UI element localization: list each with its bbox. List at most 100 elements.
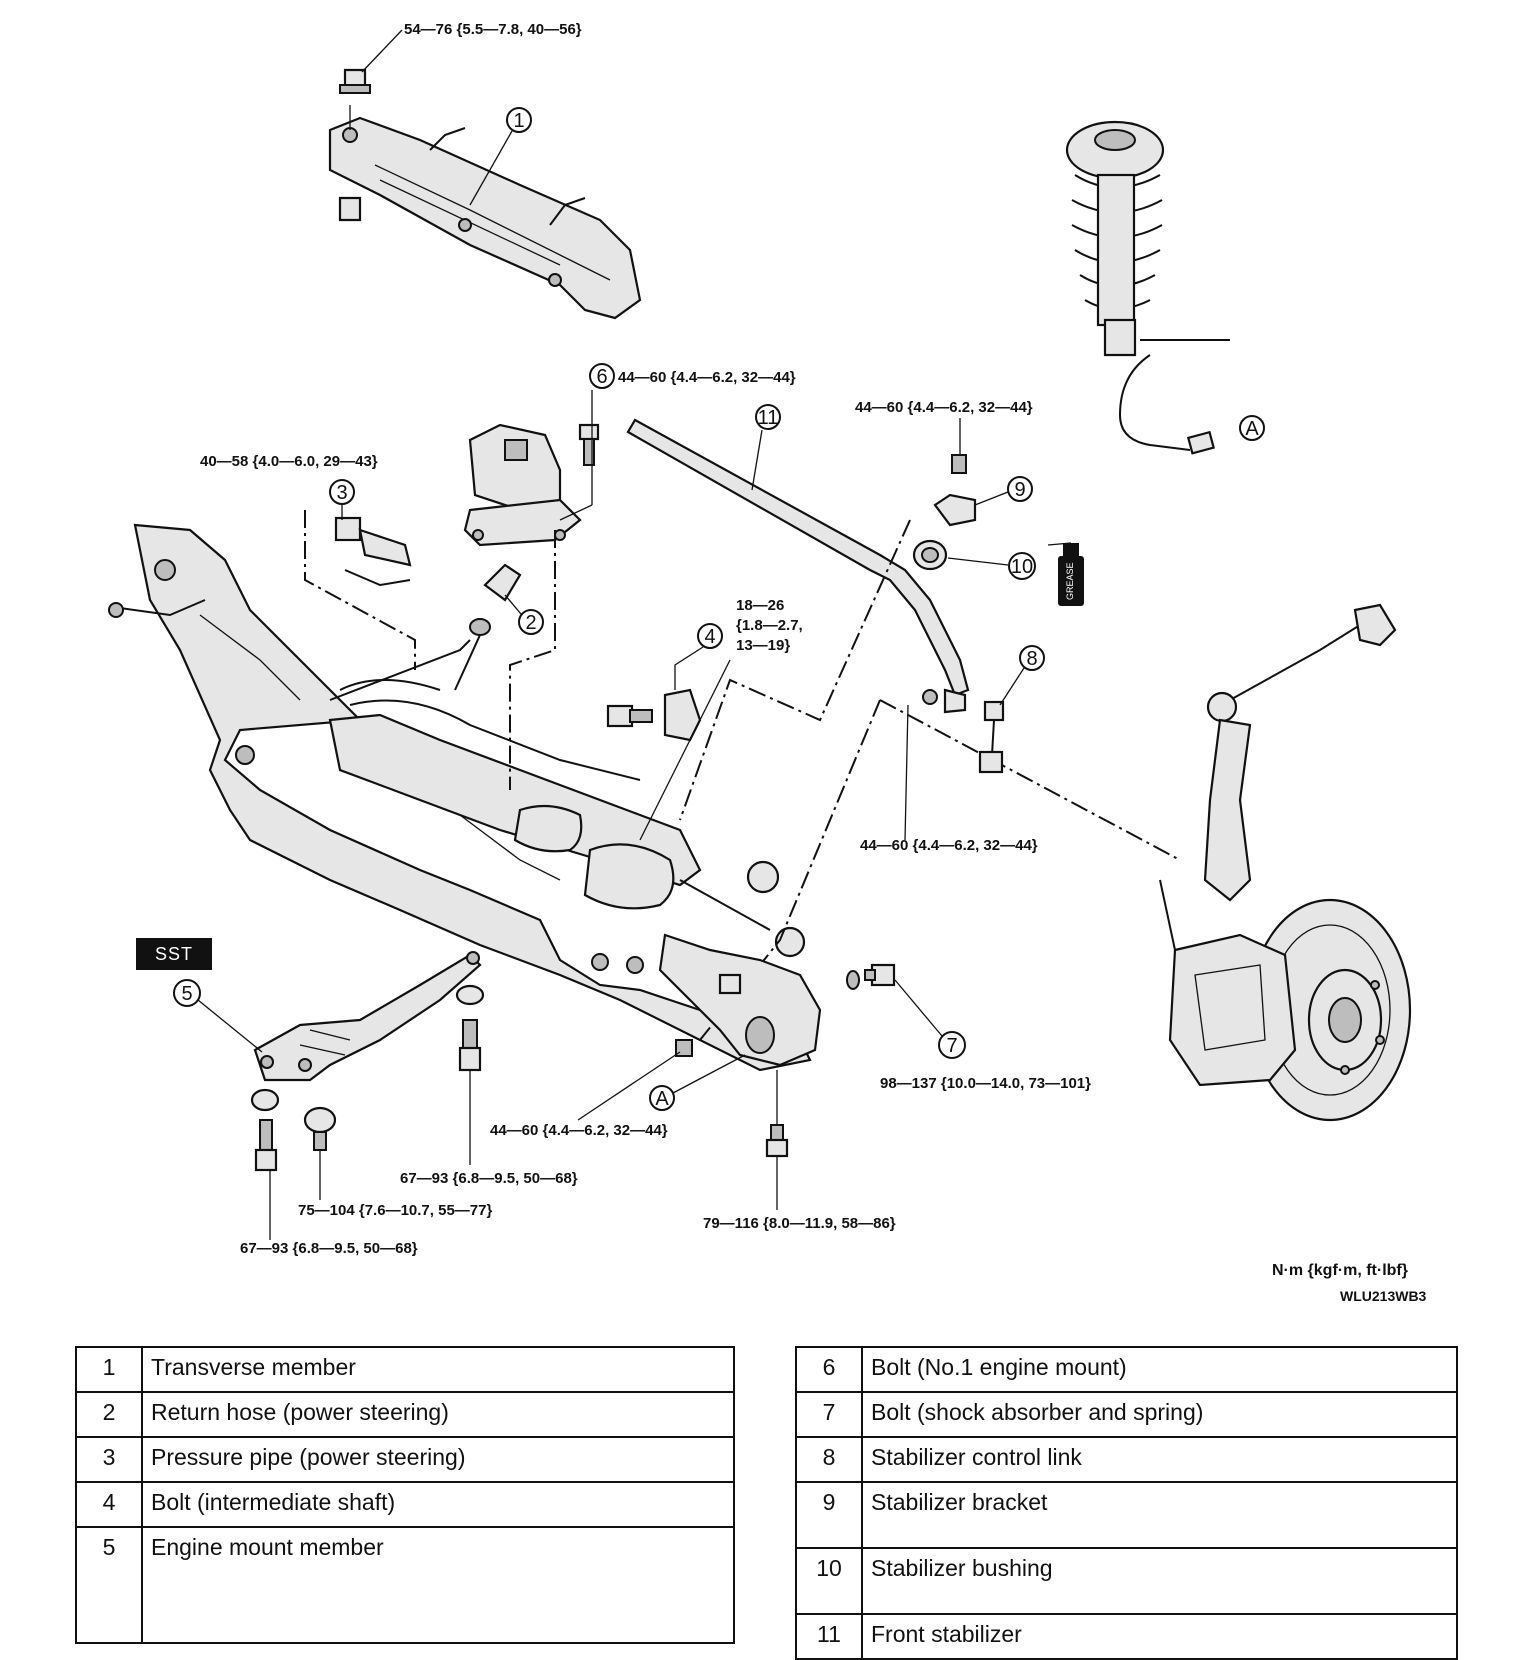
table-row: 8 Stabilizer control link <box>795 1436 1458 1483</box>
leader-c5 <box>197 999 263 1053</box>
pressure-pipe-drawing <box>334 516 412 587</box>
stabilizer-bracket-drawing <box>912 454 977 571</box>
figure-code: WLU213WB3 <box>1340 1288 1427 1304</box>
torque-label-t4: 40—58 {4.0—6.0, 29—43} <box>200 453 378 470</box>
callout-circle-A-strut <box>1239 415 1265 441</box>
callout-8: 8 <box>1026 648 1037 670</box>
torque-label-t3: 44—60 {4.4—6.2, 32—44} <box>855 399 1033 416</box>
part-name: Pressure pipe (power steering) <box>141 1436 735 1483</box>
table-row: 10 Stabilizer bushing <box>795 1547 1458 1615</box>
mount-bolts-drawing <box>250 984 485 1172</box>
torque-label-t12: 67—93 {6.8—9.5, 50—68} <box>240 1240 418 1257</box>
part-number: 1 <box>75 1346 143 1393</box>
part-name: Return hose (power steering) <box>141 1391 735 1438</box>
table-row: 7 Bolt (shock absorber and spring) <box>795 1391 1458 1438</box>
torque-label-t7: 98—137 {10.0—14.0, 73—101} <box>880 1075 1091 1092</box>
table-row: 9 Stabilizer bracket <box>795 1481 1458 1549</box>
part-number: 2 <box>75 1391 143 1438</box>
table-row: 2 Return hose (power steering) <box>75 1391 735 1438</box>
transverse-member-drawing <box>328 68 642 320</box>
callout-circle-2 <box>518 609 544 635</box>
torque-label-t5a: 18—26 <box>736 597 784 614</box>
callout-circle-5 <box>173 979 201 1007</box>
callout-circle-9 <box>1007 476 1033 502</box>
engine-mount-member-drawing <box>253 951 482 1082</box>
callout-10: 10 <box>1011 556 1033 578</box>
leader-c8 <box>999 667 1025 706</box>
part-name: Stabilizer control link <box>861 1436 1458 1483</box>
leader-c9 <box>974 491 1009 506</box>
strut-spring-assembly-drawing <box>1065 120 1230 455</box>
leader-t1 <box>361 29 403 73</box>
leader-t8 <box>577 1051 681 1121</box>
leader-c4 <box>674 646 704 690</box>
bolt-arm-drawing <box>765 1124 789 1158</box>
callout-11: 11 <box>758 407 779 429</box>
part-name: Front stabilizer <box>861 1613 1458 1660</box>
dash-line-c2 <box>509 530 556 790</box>
part-name: Engine mount member <box>141 1526 735 1644</box>
leader-cA-arm <box>672 1054 746 1094</box>
leader-c2 <box>504 594 522 615</box>
callout-circle-6 <box>589 363 615 389</box>
torque-units-label: N·m {kgf·m, ft·lbf} <box>1272 1262 1408 1279</box>
part-number: 11 <box>795 1613 863 1660</box>
part-number: 10 <box>795 1547 863 1615</box>
callout-2: 2 <box>525 612 536 634</box>
callout-5: 5 <box>181 983 192 1005</box>
part-number: 7 <box>795 1391 863 1438</box>
callout-circle-8 <box>1019 645 1045 671</box>
part-name: Stabilizer bushing <box>861 1547 1458 1615</box>
callout-circle-1 <box>506 107 532 133</box>
leader-t5 <box>639 659 731 841</box>
stabilizer-link-drawing <box>922 688 1005 774</box>
bolt-6-drawing <box>578 423 600 466</box>
callout-circle-4 <box>697 623 723 649</box>
part-number: 9 <box>795 1481 863 1549</box>
callout-A-strut: A <box>1245 418 1259 440</box>
dash-line-c3 <box>304 510 416 670</box>
table-row: 1 Transverse member <box>75 1346 735 1393</box>
steering-rack-drawing <box>328 639 806 958</box>
table-row: 4 Bolt (intermediate shaft) <box>75 1481 735 1528</box>
callout-7: 7 <box>946 1035 957 1057</box>
callout-1: 1 <box>513 110 524 132</box>
engine-mount-drawing <box>463 423 582 547</box>
torque-label-t5c: 13—19} <box>736 637 790 654</box>
torque-label-t5b: {1.8—2.7, <box>736 617 803 634</box>
leader-c6-b <box>559 504 593 521</box>
callout-4: 4 <box>704 626 715 648</box>
part-name: Stabilizer bracket <box>861 1481 1458 1549</box>
bolt-4-drawing <box>606 688 702 742</box>
part-number: 8 <box>795 1436 863 1483</box>
exploded-suspension-diagram: 54—76 {5.5—7.8, 40—56} 1 A 6 44—60 {4.4—… <box>108 21 1412 1257</box>
part-number: 3 <box>75 1436 143 1483</box>
torque-label-t9: 67—93 {6.8—9.5, 50—68} <box>400 1170 578 1187</box>
leader-c7 <box>894 979 943 1037</box>
table-row: 6 Bolt (No.1 engine mount) <box>795 1346 1458 1393</box>
callout-circle-A-arm <box>649 1085 675 1111</box>
parts-table-left: 1 Transverse member 2 Return hose (power… <box>75 1346 735 1644</box>
table-row: 11 Front stabilizer <box>795 1613 1458 1660</box>
part-number: 4 <box>75 1481 143 1528</box>
knuckle-brake-hub-drawing <box>1159 603 1412 1122</box>
part-name: Bolt (No.1 engine mount) <box>861 1346 1458 1393</box>
dash-line-stabilizer-c <box>879 699 1181 861</box>
return-hose-drawing <box>454 563 522 691</box>
callout-6: 6 <box>596 366 607 388</box>
part-number: 6 <box>795 1346 863 1393</box>
torque-label-t1: 54—76 {5.5—7.8, 40—56} <box>404 21 582 38</box>
leader-c1 <box>469 130 513 206</box>
bolt-7-drawing <box>846 963 896 990</box>
sst-badge: SST <box>136 938 212 970</box>
callout-circle-11 <box>755 404 781 430</box>
torque-label-t10: 75—104 {7.6—10.7, 55—77} <box>298 1202 492 1219</box>
torque-label-t11: 79—116 {8.0—11.9, 58—86} <box>703 1215 896 1232</box>
part-number: 5 <box>75 1526 143 1644</box>
callout-circle-7 <box>938 1031 966 1059</box>
part-name: Bolt (shock absorber and spring) <box>861 1391 1458 1438</box>
part-name: Bolt (intermediate shaft) <box>141 1481 735 1528</box>
torque-label-t8: 44—60 {4.4—6.2, 32—44} <box>490 1122 668 1139</box>
leader-c11 <box>751 429 763 491</box>
parts-table-right: 6 Bolt (No.1 engine mount) 7 Bolt (shock… <box>795 1346 1458 1660</box>
